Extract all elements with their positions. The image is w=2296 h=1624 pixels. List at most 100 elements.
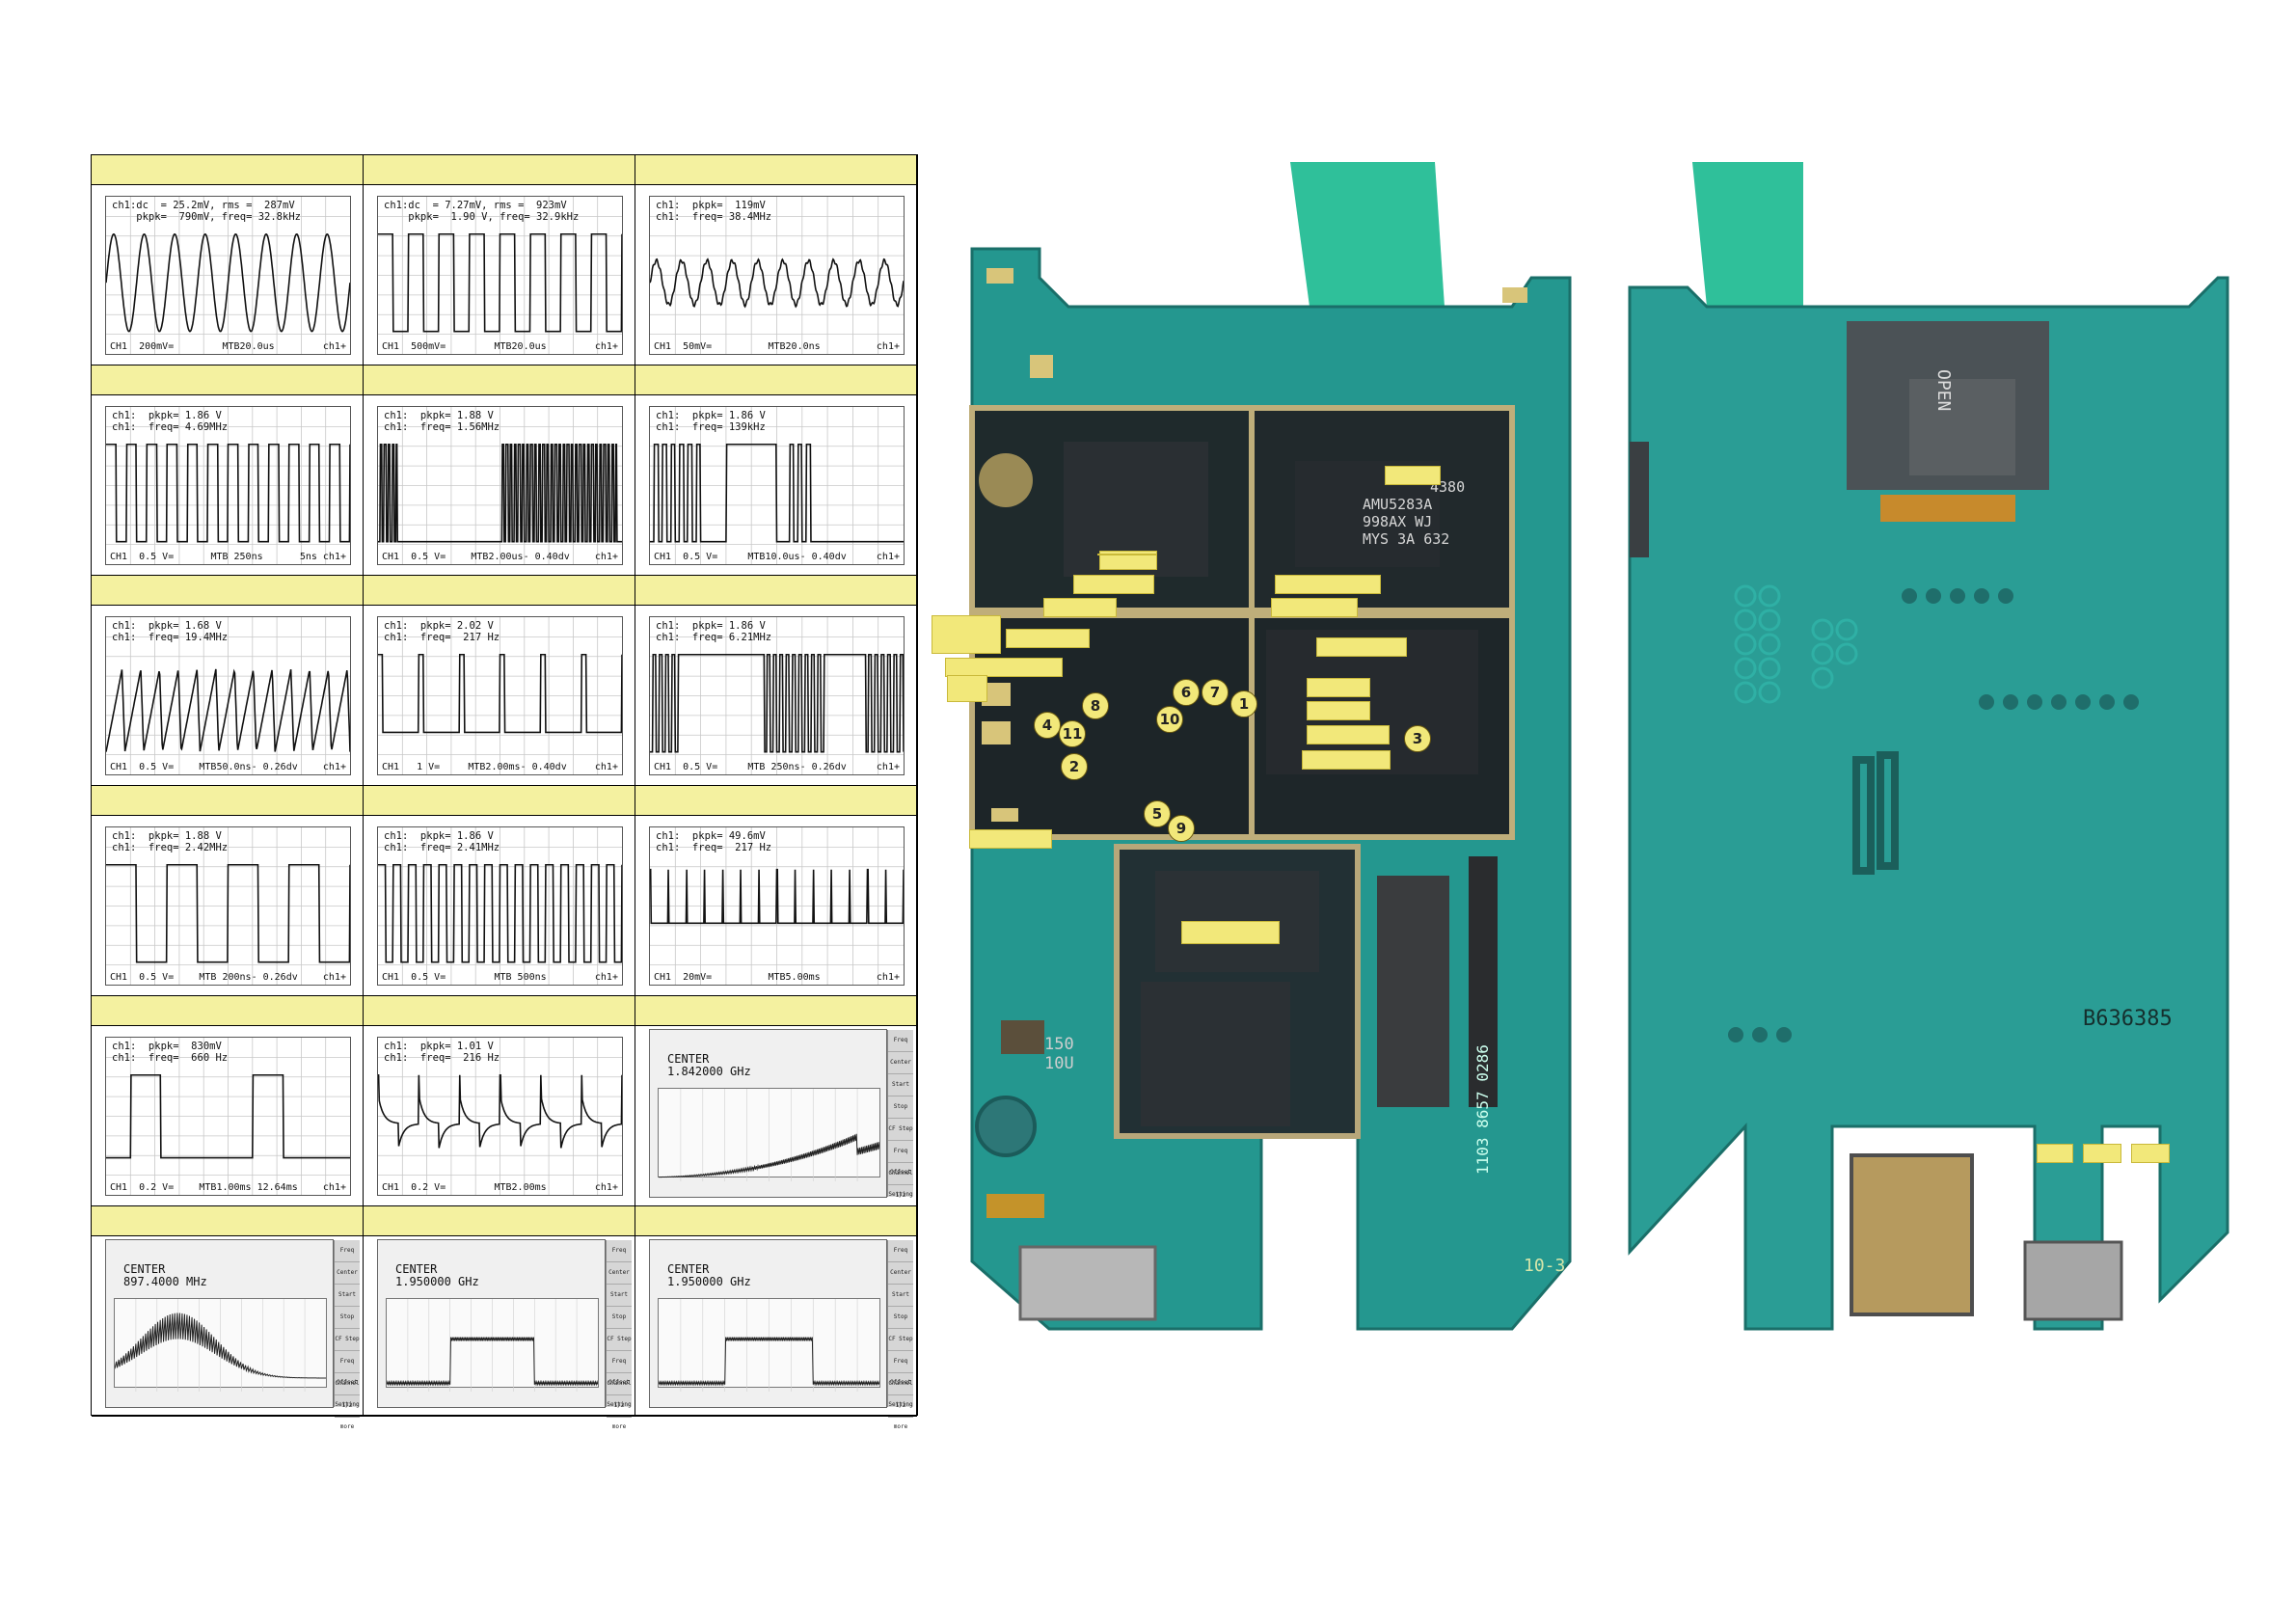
readout-line-1: ch1: pkpk= 1.88 V (384, 410, 494, 421)
readout-line-1: ch1:dc = 25.2mV, rms = 287mV (112, 200, 295, 211)
spectrum-plot (658, 1298, 880, 1393)
cell-header-bar (364, 576, 635, 606)
center-label: CENTER (667, 1262, 710, 1276)
waveform-line (106, 668, 350, 752)
softkey: Stop (335, 1307, 360, 1329)
scope-footer-f2: MTB10.0us- 0.40dv (747, 552, 847, 562)
readout-line-2: ch1: freq= 1.56MHz (384, 421, 500, 433)
flex-connector-tab-back (1692, 162, 1803, 307)
softkey: CF Step (335, 1329, 360, 1351)
oscilloscope-trace: ch1:dc = 7.27mV, rms = 923mV pkpk= 1.90 … (377, 196, 623, 355)
label-7 (932, 615, 1001, 654)
readout-line-2: pkpk= 790mV, freq= 32.8kHz (112, 211, 301, 223)
svg-text:AMU5283A: AMU5283A (1363, 496, 1432, 513)
scope-footer-f2: MTB20.0us (494, 341, 547, 352)
softkey: Center (888, 1262, 913, 1285)
readout-line-2: ch1: freq= 38.4MHz (656, 211, 772, 223)
spectrum-plot (114, 1298, 327, 1393)
center-value: 1.950000 GHz (395, 1275, 479, 1288)
scope-footer-f2: MTB 200ns- 0.26dv (199, 972, 298, 983)
scope-footer-f2: MTB2.00ms- 0.40dv (468, 762, 567, 772)
readout-line-2: pkpk= 1.90 V, freq= 32.9kHz (384, 211, 580, 223)
readout-line-1: ch1: pkpk= 1.86 V (656, 620, 766, 632)
readout-line-1: ch1: pkpk= 1.01 V (384, 1041, 494, 1052)
scope-footer-f2: MTB1.00ms 12.64ms (199, 1182, 298, 1193)
scope-footer-f3: ch1+ (876, 762, 900, 772)
center-value: 1.950000 GHz (667, 1275, 751, 1288)
scope-footer-f3: ch1+ (322, 972, 346, 983)
softkey: Channel Setting (335, 1373, 360, 1408)
readout-line-1: ch1: pkpk= 49.6mV (656, 830, 766, 842)
scope-footer-f2: MTB2.00ms (494, 1182, 547, 1193)
scope-footer-f3: ch1+ (876, 552, 900, 562)
scope-footer-f2: MTB5.00ms (768, 972, 821, 983)
scope-footer-f3: ch1+ (594, 1182, 618, 1193)
callout-number: 7 (1202, 679, 1229, 706)
usb-port-back (2023, 1240, 2123, 1321)
softkey: Freq (888, 1240, 913, 1262)
cell-header-bar (92, 786, 363, 816)
pcb-front-view: 4380 AMU5283A 998AX WJ MYS 3A 632 1103 8… (969, 162, 1572, 1331)
scope-footer-f1: CH1 20mV= (654, 972, 713, 983)
measurement-cell: ch1:dc = 7.27mV, rms = 923mV pkpk= 1.90 … (364, 155, 635, 365)
center-label: CENTER (667, 1052, 710, 1066)
readout-line-2: ch1: freq= 19.4MHz (112, 632, 229, 643)
scope-footer-f1: CH1 0.5 V= (654, 762, 718, 772)
scope-footer-f3: ch1+ (594, 972, 618, 983)
waveform-line (378, 863, 622, 963)
cell-header-bar (92, 155, 363, 185)
scope-footer-f2: MTB2.00us- 0.40dv (471, 552, 570, 562)
waveform-line (378, 1073, 622, 1149)
center-label: CENTER (123, 1262, 166, 1276)
cell-header-bar (635, 786, 916, 816)
waveform-line (650, 868, 904, 925)
label-17 (1181, 921, 1280, 944)
softkey: 1/2 more (335, 1395, 360, 1430)
waveform-line (106, 443, 350, 543)
softkey: CF Step (607, 1329, 632, 1351)
cell-header-bar (92, 1206, 363, 1236)
scope-footer-f2: MTB20.0us (222, 341, 275, 352)
label-9 (945, 658, 1063, 677)
waveform-line (650, 257, 904, 309)
readout-line-1: ch1: pkpk= 1.88 V (112, 830, 222, 842)
waveform-line (378, 443, 622, 543)
waveform-line (378, 653, 622, 734)
softkey: Channel Setting (607, 1373, 632, 1408)
softkey: Start (888, 1285, 913, 1307)
scope-footer-f3: ch1+ (594, 341, 618, 352)
callout-number: 3 (1404, 725, 1431, 752)
readout-line-1: ch1: pkpk= 830mV (112, 1041, 222, 1052)
spectrum-trace (386, 1337, 599, 1387)
callout-number: 6 (1173, 679, 1200, 706)
audio-jack (1850, 1153, 1974, 1316)
softkey: 1/2 more (607, 1395, 632, 1430)
svg-text:998AX WJ: 998AX WJ (1363, 513, 1432, 530)
softkey: Freq Offset (888, 1141, 913, 1176)
scope-footer-f1: CH1 0.2 V= (110, 1182, 175, 1193)
scope-footer-f1: CH1 0.5 V= (654, 552, 718, 562)
cell-header-bar (635, 365, 916, 395)
softkey: Center (335, 1262, 360, 1285)
